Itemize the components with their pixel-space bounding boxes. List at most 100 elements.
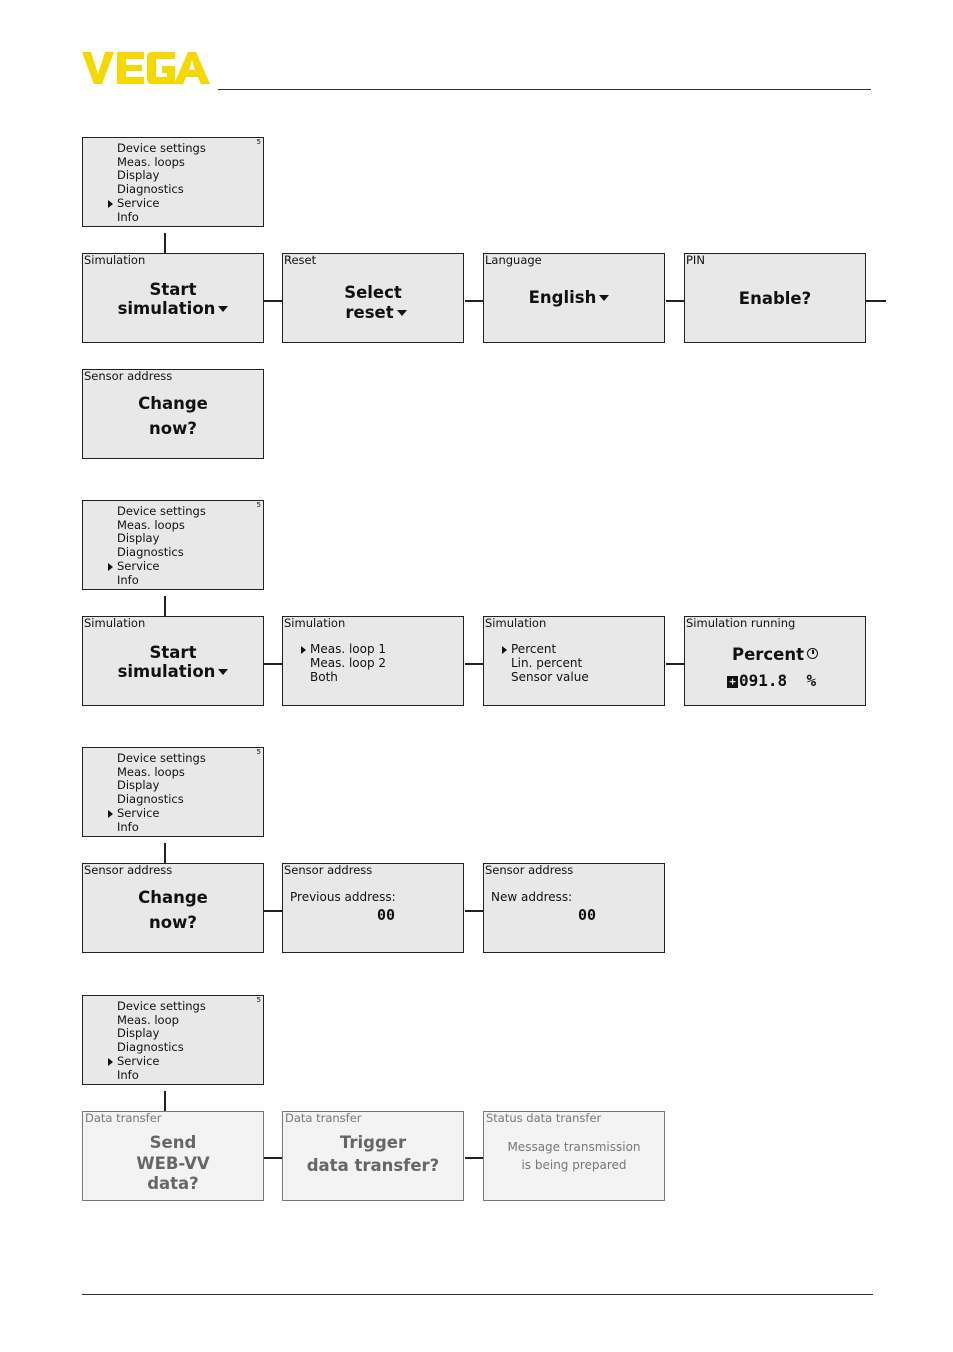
pin-value: Enable? bbox=[738, 289, 812, 308]
sensor-address-screen-single[interactable]: Sensor address Change now? bbox=[82, 369, 264, 459]
new-address-label: New address: bbox=[491, 890, 573, 904]
connector-vertical bbox=[164, 1091, 166, 1111]
connector-horizontal bbox=[465, 910, 483, 912]
menu-item-meas-loop[interactable]: Meas. loop bbox=[117, 1012, 179, 1027]
connector-vertical bbox=[164, 233, 166, 253]
connector-horizontal bbox=[264, 300, 282, 302]
menu-item-diagnostics[interactable]: Diagnostics bbox=[117, 182, 184, 197]
screen-caption: Reset bbox=[284, 253, 317, 267]
menu-item-display[interactable]: Display bbox=[117, 531, 160, 546]
data-transfer-send-screen[interactable]: Data transfer Send WEB-VV data? bbox=[82, 1111, 264, 1201]
vega-logo bbox=[82, 52, 210, 84]
menu-item-display[interactable]: Display bbox=[117, 168, 160, 183]
screen-caption: Data transfer bbox=[285, 1111, 362, 1125]
menu-item-diagnostics[interactable]: Diagnostics bbox=[117, 545, 184, 560]
menu-item-info[interactable]: Info bbox=[117, 819, 139, 834]
screen-caption: Status data transfer bbox=[486, 1111, 602, 1125]
screen-line-1: Send bbox=[149, 1133, 197, 1152]
menu-item-display[interactable]: Display bbox=[117, 778, 160, 793]
triangle-down-icon bbox=[218, 306, 229, 312]
menu-item-meas-loops[interactable]: Meas. loops bbox=[117, 154, 185, 169]
connector-horizontal bbox=[666, 663, 684, 665]
triangle-down-icon bbox=[218, 669, 229, 675]
main-menu-list: Device settings Meas. loops Display Diag… bbox=[108, 504, 206, 587]
header-rule bbox=[218, 89, 871, 90]
menu-item-meas-loops[interactable]: Meas. loops bbox=[117, 517, 185, 532]
screen-caption: Simulation bbox=[284, 616, 346, 630]
screen-line-3: data? bbox=[147, 1174, 199, 1193]
menu-item-service[interactable]: Service bbox=[108, 196, 206, 211]
screen-caption: Sensor address bbox=[284, 863, 373, 877]
connector-horizontal bbox=[465, 663, 483, 665]
sign-plus-icon: + bbox=[727, 676, 738, 688]
menu-item-diagnostics[interactable]: Diagnostics bbox=[117, 792, 184, 807]
list-item[interactable]: Lin. percent bbox=[511, 655, 583, 670]
sensor-address-previous-screen: Sensor address Previous address: 00 bbox=[282, 863, 464, 953]
pin-screen[interactable]: PIN Enable? bbox=[684, 253, 866, 343]
list-item[interactable]: Meas. loop 1 bbox=[300, 642, 387, 656]
screen-line-2: data transfer? bbox=[306, 1156, 440, 1175]
menu-item-diagnostics[interactable]: Diagnostics bbox=[117, 1040, 184, 1055]
sensor-address-change-screen[interactable]: Sensor address Change now? bbox=[82, 863, 264, 953]
screen-line-1: Start bbox=[149, 280, 197, 299]
menu-item-service[interactable]: Service bbox=[108, 1054, 206, 1069]
menu-item-device-settings[interactable]: Device settings bbox=[117, 751, 206, 765]
simulation-start-screen-2[interactable]: Simulation Start simulation bbox=[82, 616, 264, 706]
clock-icon bbox=[807, 648, 819, 659]
simulation-loop-select-screen[interactable]: Simulation Meas. loop 1 Meas. loop 2 Bot… bbox=[282, 616, 464, 706]
screen-caption: Simulation running bbox=[686, 616, 796, 630]
connector-horizontal bbox=[264, 910, 282, 912]
menu-item-info[interactable]: Info bbox=[117, 572, 139, 587]
screen-line-1: Change bbox=[138, 888, 208, 907]
loop-list: Meas. loop 1 Meas. loop 2 Both bbox=[300, 642, 387, 684]
list-item[interactable]: Meas. loop 2 bbox=[310, 655, 387, 670]
list-item[interactable]: Sensor value bbox=[511, 669, 589, 684]
connector-horizontal bbox=[264, 1157, 282, 1159]
menu-item-info[interactable]: Info bbox=[117, 209, 139, 224]
language-value: English bbox=[484, 288, 664, 308]
data-transfer-status-screen: Status data transfer Message transmissio… bbox=[483, 1111, 665, 1201]
connector-horizontal bbox=[465, 300, 483, 302]
list-item[interactable]: Both bbox=[310, 669, 338, 684]
connector-horizontal bbox=[465, 1157, 483, 1159]
main-menu-screen-1: 5 Device settings Meas. loops Display Di… bbox=[82, 137, 264, 227]
screen-line-1: Change bbox=[138, 394, 208, 413]
simulation-start-screen[interactable]: Simulation Start simulation bbox=[82, 253, 264, 343]
screen-line-2: reset bbox=[289, 303, 463, 323]
menu-item-device-settings[interactable]: Device settings bbox=[117, 504, 206, 518]
screen-line-2: now? bbox=[149, 913, 197, 932]
simulation-running-screen: Simulation running Percent +091.8 % bbox=[684, 616, 866, 706]
menu-item-display[interactable]: Display bbox=[117, 1026, 160, 1041]
screen-line-1: Select bbox=[344, 283, 402, 302]
connector-vertical bbox=[164, 843, 166, 863]
status-line-1: Message transmission bbox=[507, 1140, 641, 1154]
simulation-unit: % bbox=[806, 671, 817, 690]
screen-caption: Simulation bbox=[84, 616, 146, 630]
new-address-value[interactable]: 00 bbox=[577, 906, 596, 924]
menu-item-service[interactable]: Service bbox=[108, 559, 206, 574]
menu-item-device-settings[interactable]: Device settings bbox=[117, 999, 206, 1013]
menu-item-meas-loops[interactable]: Meas. loops bbox=[117, 764, 185, 779]
connector-horizontal bbox=[264, 663, 282, 665]
main-menu-list: Device settings Meas. loops Display Diag… bbox=[108, 141, 206, 224]
connector-horizontal bbox=[866, 300, 886, 302]
simulation-value: 091.8 bbox=[739, 671, 788, 690]
status-line-2: is being prepared bbox=[521, 1158, 627, 1172]
simulation-quantity-select-screen[interactable]: Simulation Percent Lin. percent Sensor v… bbox=[483, 616, 665, 706]
screen-caption: Sensor address bbox=[84, 369, 173, 383]
data-transfer-trigger-screen[interactable]: Data transfer Trigger data transfer? bbox=[282, 1111, 464, 1201]
reset-screen[interactable]: Reset Select reset bbox=[282, 253, 464, 343]
page-marker: 5 bbox=[256, 748, 261, 756]
list-item[interactable]: Percent bbox=[502, 642, 589, 657]
screen-caption: Language bbox=[485, 253, 542, 267]
menu-item-info[interactable]: Info bbox=[117, 1067, 139, 1082]
language-screen[interactable]: Language English bbox=[483, 253, 665, 343]
main-menu-screen-3: 5 Device settings Meas. loops Display Di… bbox=[82, 747, 264, 837]
screen-caption: Sensor address bbox=[84, 863, 173, 877]
menu-item-device-settings[interactable]: Device settings bbox=[117, 141, 206, 155]
screen-caption: Data transfer bbox=[85, 1111, 162, 1125]
sensor-address-new-screen[interactable]: Sensor address New address: 00 bbox=[483, 863, 665, 953]
menu-item-service[interactable]: Service bbox=[108, 806, 206, 821]
simulation-value-row: +091.8 % bbox=[727, 671, 816, 690]
screen-line-2: simulation bbox=[83, 662, 263, 682]
